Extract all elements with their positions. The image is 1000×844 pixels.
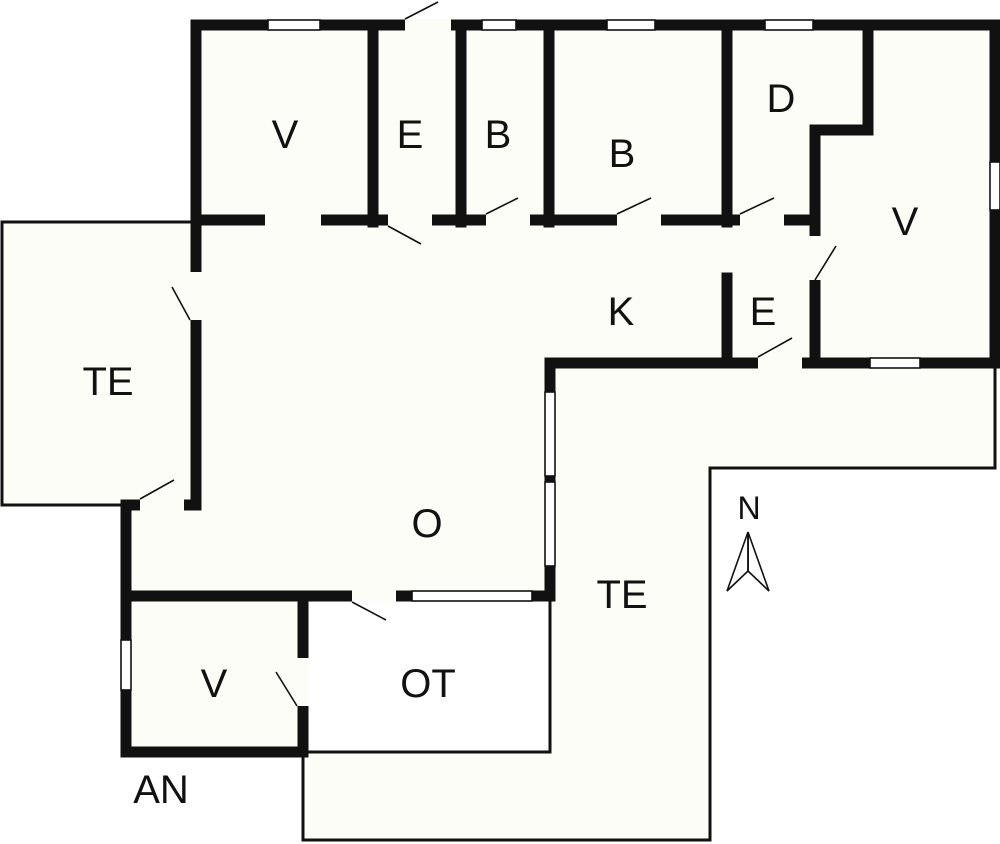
door-opening [190, 272, 202, 320]
north-label: N [737, 490, 760, 526]
room-label-an: AN [133, 768, 189, 812]
door-opening [140, 499, 184, 511]
room-label-o: O [411, 502, 442, 546]
room-label-b-small: B [485, 113, 512, 157]
door-opening [265, 213, 321, 227]
window [869, 357, 921, 369]
window [267, 19, 321, 31]
north-arrow-icon [726, 531, 770, 592]
door-opening [352, 590, 396, 602]
window [544, 391, 556, 477]
window [764, 19, 814, 31]
window [606, 19, 656, 31]
room-label-k: K [608, 290, 635, 334]
window [989, 161, 1000, 211]
door-opening [405, 19, 451, 31]
wall-west-lower [120, 216, 309, 758]
room-label-v-east: V [892, 200, 919, 244]
room-labels: V E B B D V K E TE O TE V OT AN [82, 77, 918, 812]
window [120, 639, 132, 691]
room-label-ot: OT [400, 662, 456, 706]
room-label-te-west: TE [82, 360, 133, 404]
north-arrow: N [726, 490, 770, 592]
windows [120, 19, 1000, 691]
door-opening [740, 214, 784, 226]
window [544, 481, 556, 567]
door-opening [388, 214, 432, 226]
window [481, 19, 517, 31]
door-openings [140, 19, 821, 706]
room-label-d: D [767, 77, 796, 121]
door-swings [139, 1, 837, 707]
door-opening [758, 357, 802, 369]
window [411, 590, 533, 602]
room-label-e-east: E [750, 290, 777, 334]
floor-areas [0, 23, 997, 842]
door-opening [809, 236, 821, 280]
door-opening [617, 214, 661, 226]
room-label-te-south: TE [596, 573, 647, 617]
door-opening [297, 658, 309, 706]
door-opening [486, 214, 530, 226]
floor-terrace-west [0, 220, 198, 507]
room-label-v-northwest: V [272, 113, 299, 157]
room-label-b-large: B [609, 132, 636, 176]
room-label-e-north: E [397, 113, 424, 157]
room-label-v-southwest: V [201, 662, 228, 706]
